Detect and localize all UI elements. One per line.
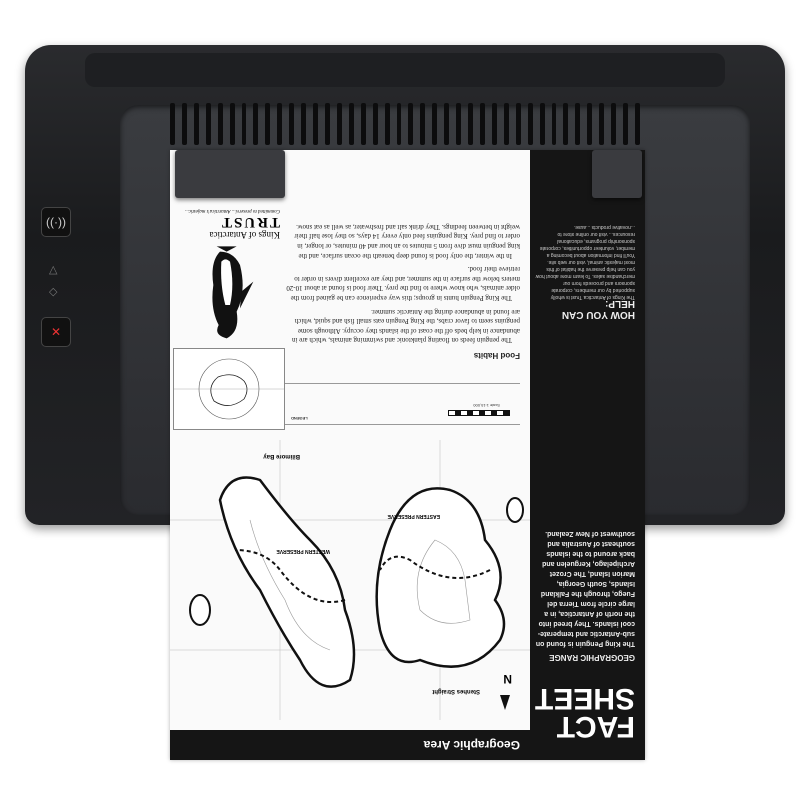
cancel-icon: ✕ xyxy=(50,325,62,339)
food-habits-section: Food Habits The penguin feeds on floatin… xyxy=(285,217,520,360)
penguin-illustration xyxy=(212,246,254,339)
map-legend: LEGEND Scale 1:15,000 xyxy=(285,383,520,425)
north-arrow: N xyxy=(503,672,512,686)
trust-logo: Kings of Antarctica TRUST Committed to p… xyxy=(184,208,280,240)
attention-indicator-icon: △ xyxy=(49,264,58,276)
help-text: The Kings of Antarctica Trust is wholly … xyxy=(535,224,635,300)
map-label: Bilimore Bay xyxy=(263,453,300,459)
food-heading: Food Habits xyxy=(473,351,520,360)
paper-guide-left[interactable] xyxy=(175,150,285,198)
ready-indicator-icon: ◇ xyxy=(49,286,58,298)
map-label: Stenhes Straight xyxy=(432,688,480,694)
paper-guide-right[interactable] xyxy=(592,150,642,198)
map-label: WESTERN PRESERVE xyxy=(276,548,330,554)
range-text: The King Penguin is found on sub-Antarct… xyxy=(535,530,635,647)
map-label: EASTERN PRESERVE xyxy=(387,513,440,519)
printer-top-lid xyxy=(85,53,725,87)
range-heading: GEOGRAPHIC RANGE xyxy=(549,653,635,662)
cancel-button[interactable]: ✕ xyxy=(41,317,71,347)
geographic-area-bar: Geographic Area xyxy=(170,730,530,760)
wireless-button[interactable]: ((·)) xyxy=(41,207,71,237)
food-paragraph: The penguin feeds on floating planktonic… xyxy=(291,307,520,345)
help-heading: HOW YOU CAN HELP: xyxy=(561,298,635,320)
islands-map: N Stenhes Straight EASTERN PRESERVE WEST… xyxy=(170,440,530,720)
food-paragraph: The King Penguin hunts in groups; this w… xyxy=(286,265,520,303)
vent-grille xyxy=(170,103,640,145)
wireless-icon: ((·)) xyxy=(46,215,66,229)
antarctica-inset-map xyxy=(173,348,285,430)
food-paragraph: In the winter, the only food is found de… xyxy=(294,222,520,260)
